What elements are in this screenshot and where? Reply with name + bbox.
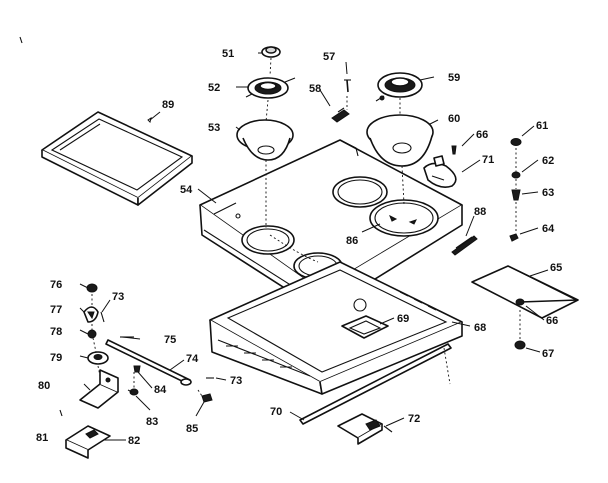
callout-77: 77: [50, 304, 62, 316]
part-66-screw-lower: [515, 298, 525, 306]
callout-52: 52: [208, 82, 220, 94]
part-52-burner-head: [245, 77, 296, 99]
part-61-nut: [510, 138, 522, 146]
callout-71: 71: [482, 154, 494, 166]
callout-60: 60: [448, 113, 460, 125]
part-59-burner-head: [375, 72, 423, 102]
callout-85: 85: [186, 423, 198, 435]
part-67-grommet: [514, 340, 526, 350]
part-78-washer: [87, 329, 97, 339]
callout-84: 84: [154, 384, 167, 396]
part-80-bracket: [79, 369, 119, 409]
part-89-cover-panel: [41, 111, 193, 206]
callout-51: 51: [222, 48, 234, 60]
callout-59: 59: [448, 72, 460, 84]
leader-lines: [79, 52, 549, 441]
part-62-washer: [511, 171, 521, 179]
callout-61: 61: [536, 120, 548, 132]
part-77-fitting: [83, 306, 99, 323]
callout-86: 86: [346, 235, 358, 247]
callout-78: 78: [50, 326, 62, 338]
callout-66-upper: 66: [476, 129, 488, 141]
callout-83: 83: [146, 416, 158, 428]
part-58-bracket: [331, 107, 350, 123]
part-69-plate: [341, 315, 389, 339]
part-76-nut: [86, 283, 98, 293]
callout-69: 69: [397, 313, 409, 325]
callout-76: 76: [50, 279, 62, 291]
part-88-strip: [451, 235, 478, 256]
part-63-bolt: [511, 189, 521, 201]
callout-89: 89: [162, 99, 174, 111]
part-81-screw: [59, 409, 63, 417]
callout-82: 82: [128, 435, 140, 447]
callout-75: 75: [164, 334, 176, 346]
part-60-drip-bowl: [366, 114, 434, 167]
part-66-screw-upper: [451, 145, 457, 155]
callout-88: 88: [474, 206, 486, 218]
part-79-orifice: [87, 351, 109, 365]
part-74-tube: [105, 339, 192, 386]
callout-64: 64: [542, 223, 555, 235]
scan-mark: [19, 36, 23, 44]
callout-72: 72: [408, 413, 420, 425]
callout-67: 67: [542, 348, 554, 360]
callout-53: 53: [208, 122, 220, 134]
callout-66-lower: 66: [546, 315, 558, 327]
callout-62: 62: [542, 155, 554, 167]
part-84-screw: [133, 365, 141, 373]
part-71-clip: [423, 155, 457, 188]
callout-68: 68: [474, 322, 486, 334]
callout-65: 65: [550, 262, 562, 274]
part-85-fitting: [201, 393, 213, 403]
callout-73-lower: 73: [230, 375, 242, 387]
callout-70: 70: [270, 406, 282, 418]
callout-79: 79: [50, 352, 62, 364]
part-51-burner-cap: [261, 46, 281, 58]
callout-81: 81: [36, 432, 48, 444]
part-53-drip-bowl: [236, 119, 294, 161]
part-64-screw: [509, 233, 519, 242]
callout-57: 57: [323, 51, 335, 63]
callout-74: 74: [186, 353, 199, 365]
callout-labels: 51 52 53 54 57 58 59 60 61 62 63 64 65 6…: [36, 48, 562, 447]
callout-58: 58: [309, 83, 321, 95]
part-68-burner-box: [209, 261, 463, 395]
callout-80: 80: [38, 380, 50, 392]
part-57-screw: [344, 79, 351, 93]
part-82-valve: [65, 425, 111, 459]
part-83-nut: [129, 388, 139, 396]
part-72-valve: [337, 413, 393, 445]
callout-54: 54: [180, 184, 193, 196]
callout-73-upper: 73: [112, 291, 124, 303]
part-73-screw-upper: [100, 311, 105, 323]
part-65-panel: [471, 265, 579, 319]
callout-63: 63: [542, 187, 554, 199]
part-70-rod: [299, 343, 452, 425]
